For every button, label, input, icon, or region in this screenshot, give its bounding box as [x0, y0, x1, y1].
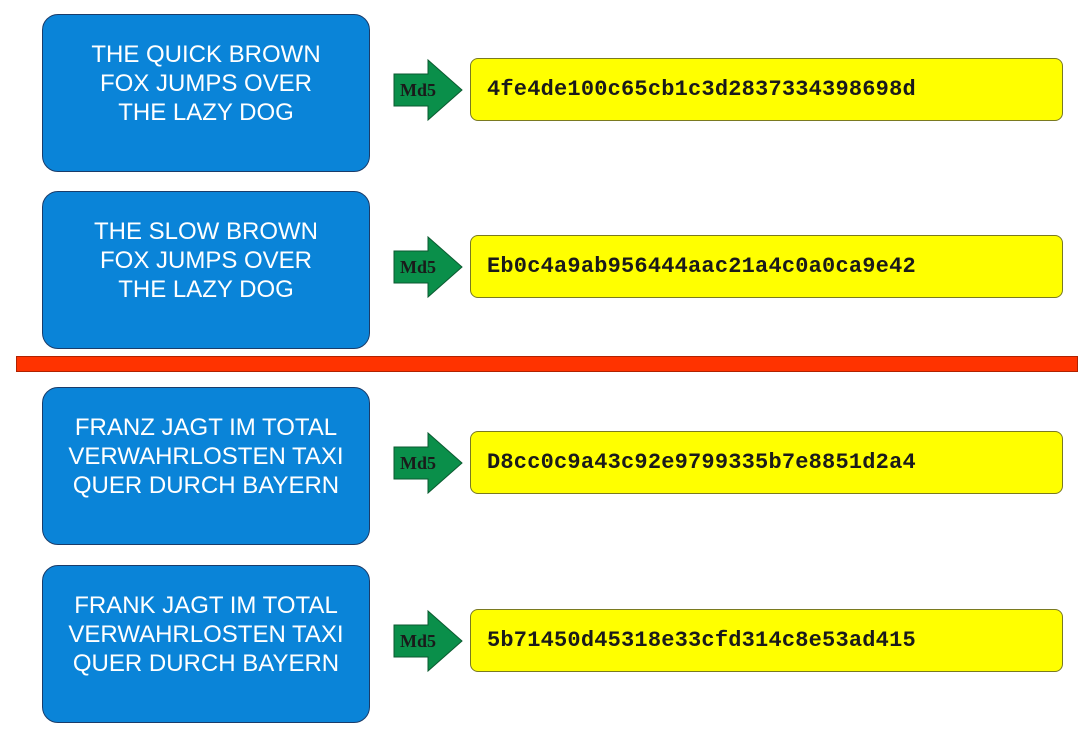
md5-arrow-icon: Md5: [393, 609, 463, 673]
md5-arrow-label: Md5: [400, 453, 436, 473]
md5-arrow-icon: Md5: [393, 235, 463, 299]
hash-output-box: D8cc0c9a43c92e9799335b7e8851d2a4: [470, 431, 1063, 494]
hash-output-box: 5b71450d45318e33cfd314c8e53ad415: [470, 609, 1063, 672]
input-text-box: FRANK JAGT IM TOTAL VERWAHRLOSTEN TAXI Q…: [42, 565, 370, 723]
md5-arrow-icon: Md5: [393, 58, 463, 122]
input-text-line: QUER DURCH BAYERN: [72, 471, 340, 499]
hash-value: D8cc0c9a43c92e9799335b7e8851d2a4: [487, 450, 916, 475]
input-text-line: FRANK JAGT IM TOTAL: [74, 591, 338, 619]
md5-arrow-label: Md5: [400, 257, 436, 277]
input-text-box: THE QUICK BROWN FOX JUMPS OVER THE LAZY …: [42, 14, 370, 172]
md5-arrow-label: Md5: [400, 80, 436, 100]
separator-bar: [16, 356, 1078, 372]
input-text-line: QUER DURCH BAYERN: [72, 649, 340, 677]
input-text-line: VERWAHRLOSTEN TAXI: [68, 442, 344, 470]
input-text-box: FRANZ JAGT IM TOTAL VERWAHRLOSTEN TAXI Q…: [42, 387, 370, 545]
row-1: THE QUICK BROWN FOX JUMPS OVER THE LAZY …: [0, 14, 1082, 174]
hash-value: 5b71450d45318e33cfd314c8e53ad415: [487, 628, 916, 653]
hash-output-box: 4fe4de100c65cb1c3d2837334398698d: [470, 58, 1063, 121]
input-text-line: THE QUICK BROWN: [91, 40, 321, 68]
hash-value: 4fe4de100c65cb1c3d2837334398698d: [487, 77, 916, 102]
input-text-line: FOX JUMPS OVER: [99, 69, 313, 97]
row-4: FRANK JAGT IM TOTAL VERWAHRLOSTEN TAXI Q…: [0, 565, 1082, 725]
input-text-line: FOX JUMPS OVER: [99, 246, 313, 274]
hash-output-box: Eb0c4a9ab956444aac21a4c0a0ca9e42: [470, 235, 1063, 298]
row-2: THE SLOW BROWN FOX JUMPS OVER THE LAZY D…: [0, 191, 1082, 351]
md5-arrow-icon: Md5: [393, 431, 463, 495]
row-3: FRANZ JAGT IM TOTAL VERWAHRLOSTEN TAXI Q…: [0, 387, 1082, 547]
input-text-line: THE SLOW BROWN: [93, 217, 318, 245]
md5-arrow-label: Md5: [400, 631, 436, 651]
input-text-line: THE LAZY DOG: [118, 275, 294, 303]
hash-value: Eb0c4a9ab956444aac21a4c0a0ca9e42: [487, 254, 916, 279]
input-text-box: THE SLOW BROWN FOX JUMPS OVER THE LAZY D…: [42, 191, 370, 349]
input-text-line: VERWAHRLOSTEN TAXI: [68, 620, 344, 648]
input-text-line: THE LAZY DOG: [118, 98, 294, 126]
input-text-line: FRANZ JAGT IM TOTAL: [74, 413, 338, 441]
